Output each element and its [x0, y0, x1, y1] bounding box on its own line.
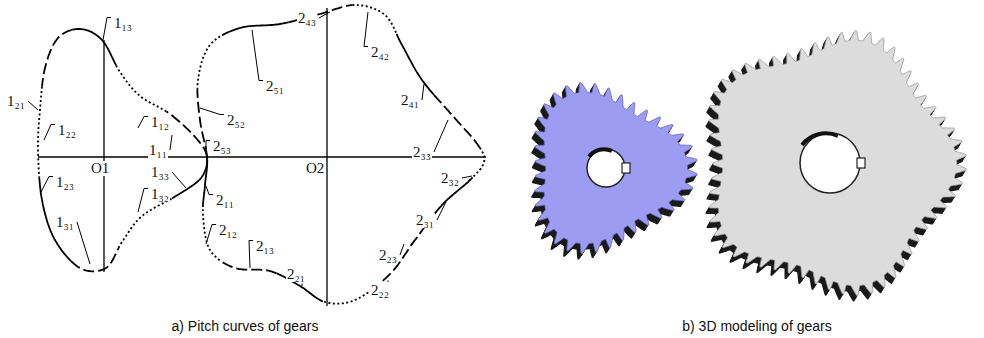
leader-line	[422, 84, 424, 100]
segment-label: 2₃₂	[440, 171, 460, 186]
leader-line	[77, 222, 90, 264]
keyway	[857, 158, 865, 168]
pitch-curve-segment	[119, 198, 173, 248]
leader-line	[170, 135, 172, 150]
pitch-curve-segment	[222, 22, 288, 35]
segment-label: 1₃₂	[150, 187, 170, 202]
leader-line	[302, 284, 303, 287]
pitch-curve-segment	[116, 66, 166, 112]
leader-line	[206, 141, 210, 153]
gear-side	[709, 32, 966, 297]
leader-line	[437, 202, 446, 220]
leader-line	[319, 12, 330, 18]
pitch-curve-segment	[172, 157, 207, 198]
leader-lines	[28, 12, 472, 286]
segment-label: 2₁₁	[215, 193, 235, 208]
center-label: O1	[90, 161, 110, 176]
segment-label: 1₂₂	[57, 123, 77, 138]
leader-line	[206, 225, 216, 245]
pitch-curve-segment	[38, 87, 42, 178]
center-label: O2	[305, 161, 325, 176]
leader-line	[172, 172, 186, 188]
segment-label: 2₃₃	[412, 145, 432, 160]
axis-lines	[38, 8, 486, 306]
pitch-curve-segment	[72, 29, 116, 66]
leader-line	[138, 189, 148, 213]
segment-label: 1₂₁	[6, 94, 26, 109]
pitch-curve-segment	[166, 112, 207, 158]
leader-line	[364, 12, 368, 47]
gear-face	[535, 83, 697, 254]
gear-side	[534, 84, 696, 255]
caption: b) 3D modeling of gears	[681, 319, 832, 333]
segment-label: 2₄₃	[297, 11, 317, 26]
bore-shadow	[589, 149, 612, 156]
leader-line	[206, 186, 213, 195]
segment-label: 2₄₂	[370, 45, 390, 60]
pitch-curves	[38, 5, 485, 304]
segment-label: 2₃₁	[415, 213, 435, 228]
pitch-curve-segment	[352, 5, 396, 34]
segment-label: 2₂₃	[378, 248, 398, 263]
segment-label: 2₁₂	[218, 223, 238, 238]
caption: a) Pitch curves of gears	[170, 319, 319, 333]
segment-label: 2₅₁	[265, 79, 285, 94]
segment-label: 2₁₃	[255, 239, 275, 254]
keyway	[622, 163, 630, 173]
leader-line	[28, 101, 38, 110]
segment-label: 1₁₁	[148, 143, 168, 158]
segment-label: 2₅₂	[226, 113, 246, 128]
pitch-curve-segment	[397, 34, 434, 95]
segment-label: 1₃₁	[55, 215, 75, 230]
pitch-curve-segment	[434, 95, 480, 148]
gear-models	[531, 31, 966, 302]
gear-bore	[800, 133, 860, 193]
gear-face	[709, 31, 966, 296]
pitch-curve-segment	[203, 157, 207, 207]
pitch-curve-segment	[42, 30, 72, 87]
segment-label: 2₅₃	[212, 139, 232, 154]
segment-label: 1₁₂	[150, 115, 170, 130]
leader-line	[200, 108, 224, 115]
bore-shadow	[802, 133, 838, 145]
leader-line	[41, 177, 53, 193]
leader-line	[252, 30, 263, 81]
leader-line	[462, 176, 472, 178]
segment-label: 2₂₁	[286, 267, 306, 282]
pitch-curve-segment	[473, 148, 485, 178]
segment-label: 2₄₁	[400, 93, 420, 108]
pitch-curve-segment	[379, 225, 426, 284]
gear-bore	[587, 149, 625, 187]
pitch-curve-segment	[220, 260, 277, 273]
leader-line	[138, 117, 148, 129]
pitch-curve-segment	[71, 248, 119, 272]
leader-line	[44, 125, 55, 141]
segment-label: 1₂₃	[55, 175, 75, 190]
leader-line	[249, 241, 253, 269]
pitch-curve-segment	[197, 35, 222, 89]
leader-line	[400, 244, 404, 255]
segment-label: 2₂₂	[370, 283, 390, 298]
segment-label: 1₃₃	[150, 165, 170, 180]
segment-label: 1₁₃	[113, 16, 133, 31]
leader-line	[434, 120, 448, 152]
leader-line	[103, 18, 111, 41]
